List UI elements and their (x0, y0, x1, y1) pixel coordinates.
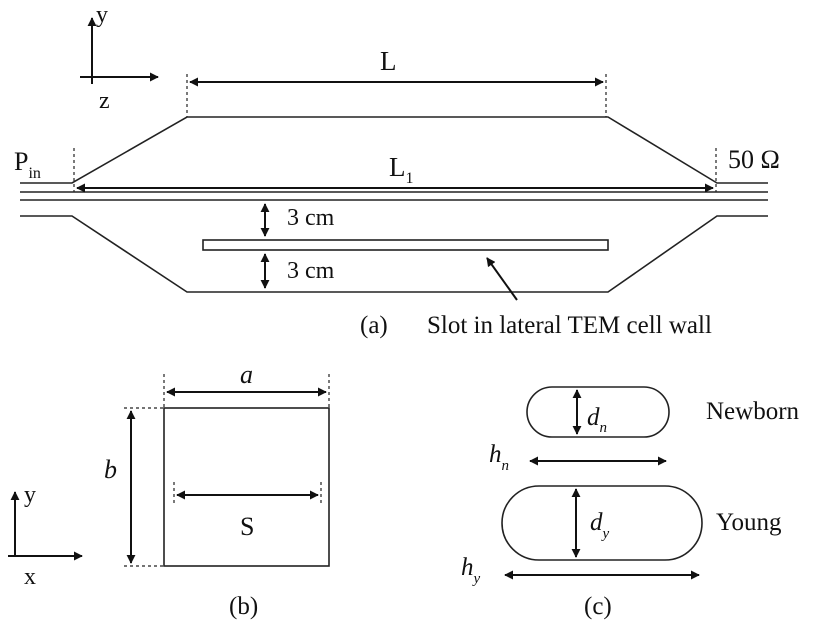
axes-xy: y x (8, 482, 83, 590)
d-young-label: dy (590, 509, 610, 542)
panel-c: dn hn Newborn dy hy Young (c) (461, 386, 800, 620)
length-l-label: L (380, 46, 397, 76)
young-label: Young (716, 509, 782, 536)
caption-c: (c) (584, 593, 612, 620)
slot-s-label: S (240, 512, 254, 541)
slot-note: Slot in lateral TEM cell wall (427, 312, 712, 339)
panel-a: y z L L1 Pin 50 Ω 3 cm 3 cm (a) Slot in … (14, 2, 780, 339)
d-newborn-label: dn (587, 404, 607, 436)
axis-y-label-b: y (24, 482, 36, 508)
gap-lower-label: 3 cm (287, 258, 335, 284)
gap-upper-label: 3 cm (287, 205, 335, 231)
load-label: 50 Ω (728, 145, 780, 174)
axis-y-label: y (96, 2, 108, 28)
axes-yz: y z (80, 2, 159, 114)
axis-x-label-b: x (24, 564, 36, 590)
height-b-label: b (104, 455, 117, 484)
axis-z-label: z (99, 88, 110, 114)
caption-b: (b) (229, 593, 258, 620)
caption-a: (a) (360, 312, 388, 339)
cell-cross-section (163, 407, 330, 567)
newborn-body (526, 386, 670, 438)
h-young-label: hy (461, 554, 481, 587)
young-body (501, 485, 703, 561)
width-a-label: a (240, 360, 253, 389)
newborn-label: Newborn (706, 398, 800, 425)
panel-b: y x a b S (b) (8, 360, 330, 620)
input-port-label: Pin (14, 147, 41, 182)
cell-top-wall (20, 116, 768, 184)
length-l1-label: L1 (389, 152, 414, 187)
h-newborn-label: hn (489, 441, 509, 474)
cell-bottom-wall (20, 215, 768, 293)
slot-pointer-arrow (486, 257, 518, 301)
wall-slot (202, 239, 609, 251)
